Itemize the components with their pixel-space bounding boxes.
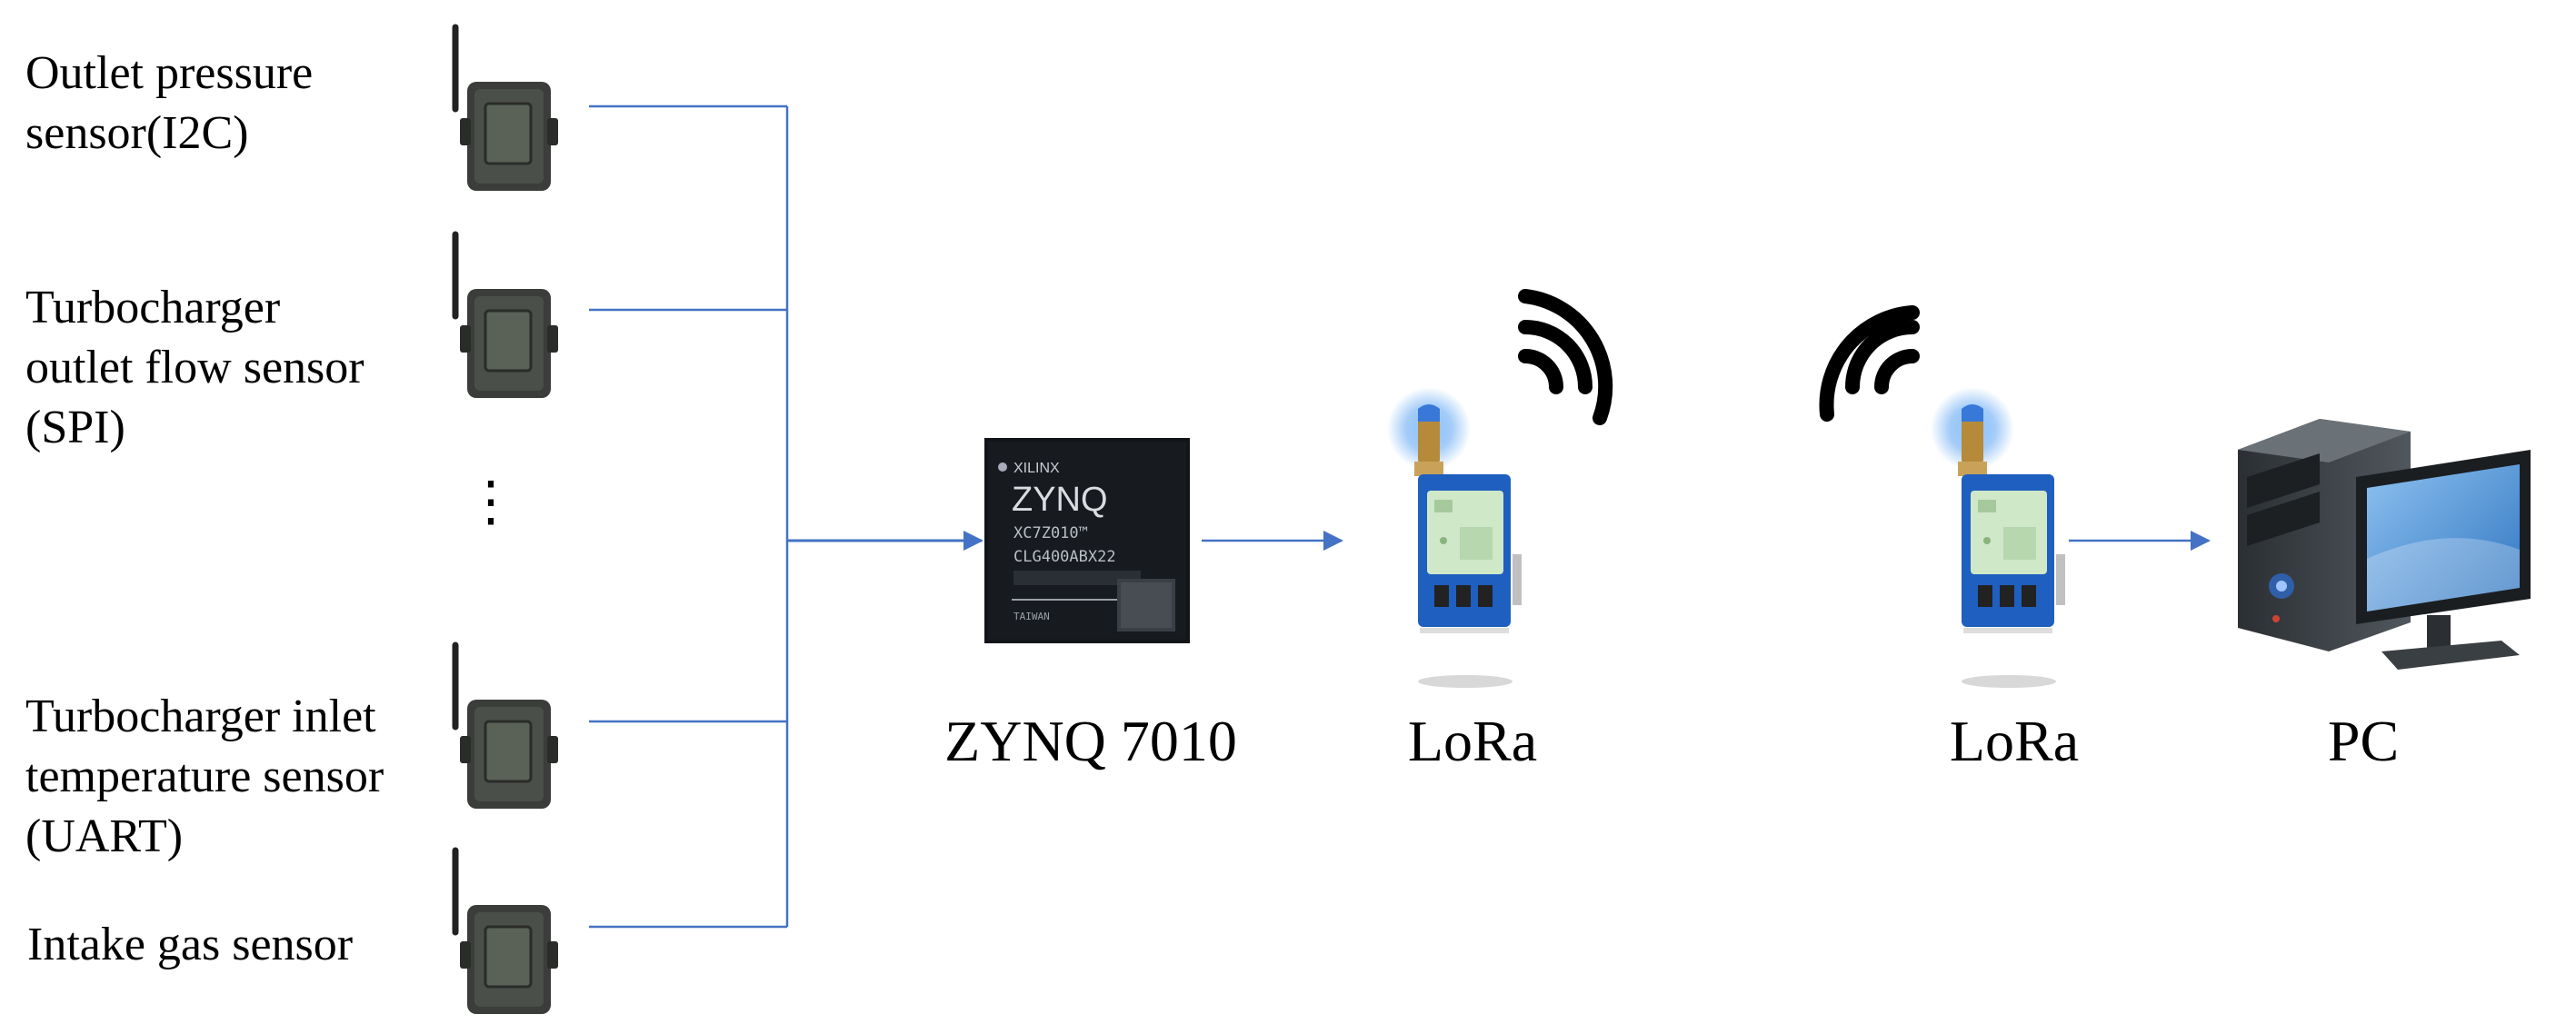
wireless-sensor-icon bbox=[452, 231, 558, 398]
wireless-signal-icon bbox=[1819, 305, 1920, 422]
sensor-bus-connector bbox=[589, 104, 789, 929]
sensor-label-line: sensor(I2C) bbox=[25, 107, 249, 159]
lora-module-icon bbox=[1387, 387, 1522, 688]
wireless-signal-icon bbox=[1518, 289, 1613, 425]
sensor-label-line: temperature sensor bbox=[25, 751, 384, 802]
zynq-chip-icon: XILINX ZYNQ XC7Z010™ CLG400ABX22 TAIWAN bbox=[984, 438, 1190, 643]
lora-rx-label: LoRa bbox=[1949, 709, 2080, 773]
pc-label: PC bbox=[2327, 709, 2400, 773]
wireless-sensor-icon bbox=[452, 24, 558, 191]
sensor-label-line: (SPI) bbox=[25, 402, 125, 453]
sensor-label-outlet-flow: Turbocharger outlet flow sensor (SPI) bbox=[25, 278, 364, 458]
chip-origin-text: TAIWAN bbox=[1013, 611, 1050, 622]
lora-tx-label: LoRa bbox=[1407, 709, 1538, 773]
chip-part-text: XC7Z010™ bbox=[1013, 524, 1088, 542]
lora-module-icon bbox=[1931, 387, 2065, 688]
sensor-label-outlet-pressure: Outlet pressure sensor(I2C) bbox=[25, 44, 313, 164]
chip-brand-text: XILINX bbox=[1013, 461, 1060, 476]
chip-model-text: ZYNQ bbox=[1012, 481, 1108, 519]
sensor-label-line: Intake gas sensor bbox=[27, 919, 354, 970]
wireless-sensor-icon bbox=[452, 847, 558, 1014]
sensor-label-line: Turbocharger inlet bbox=[25, 691, 376, 742]
sensor-label-inlet-temperature: Turbocharger inlet temperature sensor (U… bbox=[25, 687, 384, 867]
fpga-label: ZYNQ 7010 bbox=[944, 709, 1237, 773]
sensor-label-intake-gas: Intake gas sensor bbox=[27, 915, 353, 975]
more-sensors-ellipsis: ⋮ bbox=[464, 472, 518, 532]
sensor-label-line: Outlet pressure bbox=[25, 47, 314, 99]
sensor-label-line: (UART) bbox=[25, 810, 184, 862]
desktop-computer-icon bbox=[2238, 419, 2531, 670]
sensor-label-line: Turbocharger bbox=[25, 282, 281, 333]
wireless-sensor-icon bbox=[452, 641, 558, 809]
chip-package-text: CLG400ABX22 bbox=[1013, 548, 1116, 566]
sensor-label-line: outlet flow sensor bbox=[25, 342, 364, 393]
